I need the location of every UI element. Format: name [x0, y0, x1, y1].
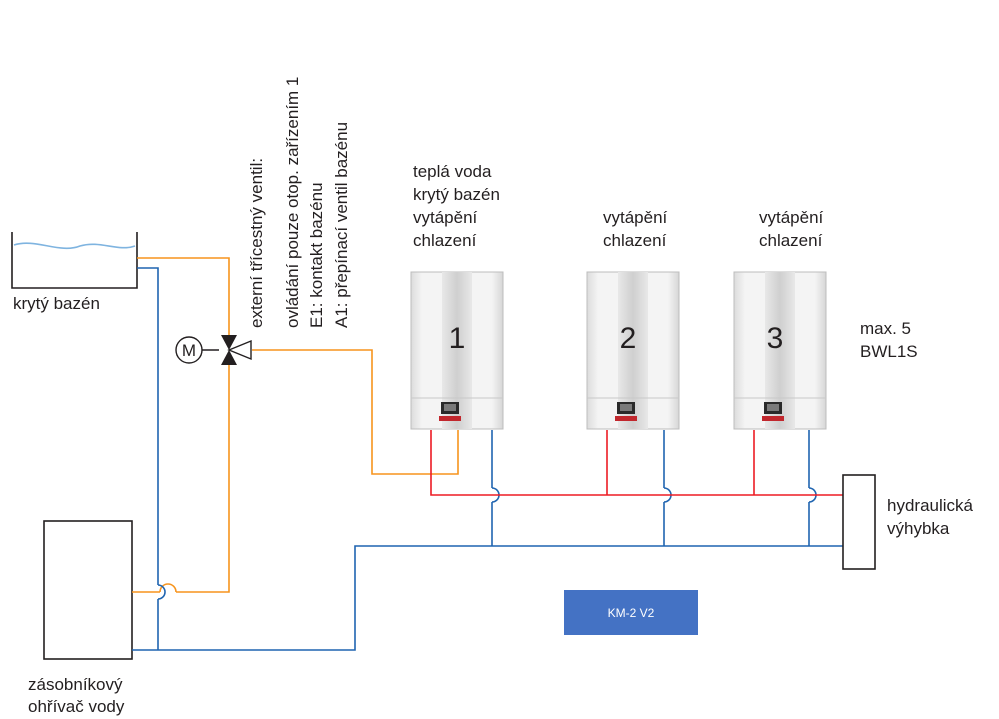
unit-3-label-2: chlazení: [759, 231, 823, 250]
valve-port-right: [227, 339, 252, 361]
heat-pump-unit-3: [733, 271, 827, 430]
max-note-line1: max. 5: [860, 319, 911, 338]
separator-label-line2: výhybka: [887, 519, 950, 538]
separator-label-line1: hydraulická: [887, 496, 974, 515]
unit-2-label-1: vytápění: [603, 208, 668, 227]
unit-1-label-1: teplá voda: [413, 162, 492, 181]
tank-label-line2: ohřívač vody: [28, 697, 125, 716]
brand-badge: [762, 416, 784, 421]
orange-pipe-unit1: [252, 349, 459, 475]
unit-1-label-3: vytápění: [413, 208, 478, 227]
red-pipes: [430, 430, 843, 496]
motor-label: M: [182, 341, 196, 360]
three-way-valve: [175, 335, 252, 365]
valve-note-line-3: E1: kontakt bazénu: [307, 182, 326, 328]
heat-pump-unit-1: [410, 271, 504, 430]
orange-pipe-pool-valve: [137, 257, 230, 335]
water-surface: [13, 242, 136, 250]
unit-1-label-2: krytý bazén: [413, 185, 500, 204]
brand-badge: [439, 416, 461, 421]
unit-3-label-1: vytápění: [759, 208, 824, 227]
unit-1-number: 1: [449, 322, 466, 355]
blue-return-main: [132, 545, 843, 651]
unit-2-number: 2: [620, 322, 637, 355]
km2-module: [564, 590, 698, 635]
hydraulic-separator: [842, 474, 876, 570]
pool: [11, 232, 138, 289]
unit-3-number: 3: [767, 322, 784, 355]
motor-icon: [175, 336, 203, 364]
unit-2-label-2: chlazení: [603, 231, 667, 250]
valve-note-line-2: ovládání pouze otop. zařízením 1: [283, 77, 302, 328]
valve-port-bottom: [221, 350, 237, 365]
max-note-line2: BWL1S: [860, 342, 918, 361]
km2-module-label: KM-2 V2: [608, 606, 655, 620]
valve-port-top: [221, 335, 237, 350]
red-flow-main: [430, 430, 843, 496]
blue-pipe-pool-return: [137, 267, 159, 585]
heat-pump-unit-2: [586, 271, 680, 430]
storage-tank: [43, 520, 133, 660]
valve-note-line-1: externí třícestný ventil:: [247, 158, 266, 328]
unit-1-label-4: chlazení: [413, 231, 477, 250]
valve-note-line-4: A1: přepínací ventil bazénu: [332, 122, 351, 328]
pool-label: krytý bazén: [13, 294, 100, 313]
brand-badge: [615, 416, 637, 421]
orange-pipes: [132, 257, 459, 593]
tank-label-line1: zásobníkový: [28, 675, 123, 694]
